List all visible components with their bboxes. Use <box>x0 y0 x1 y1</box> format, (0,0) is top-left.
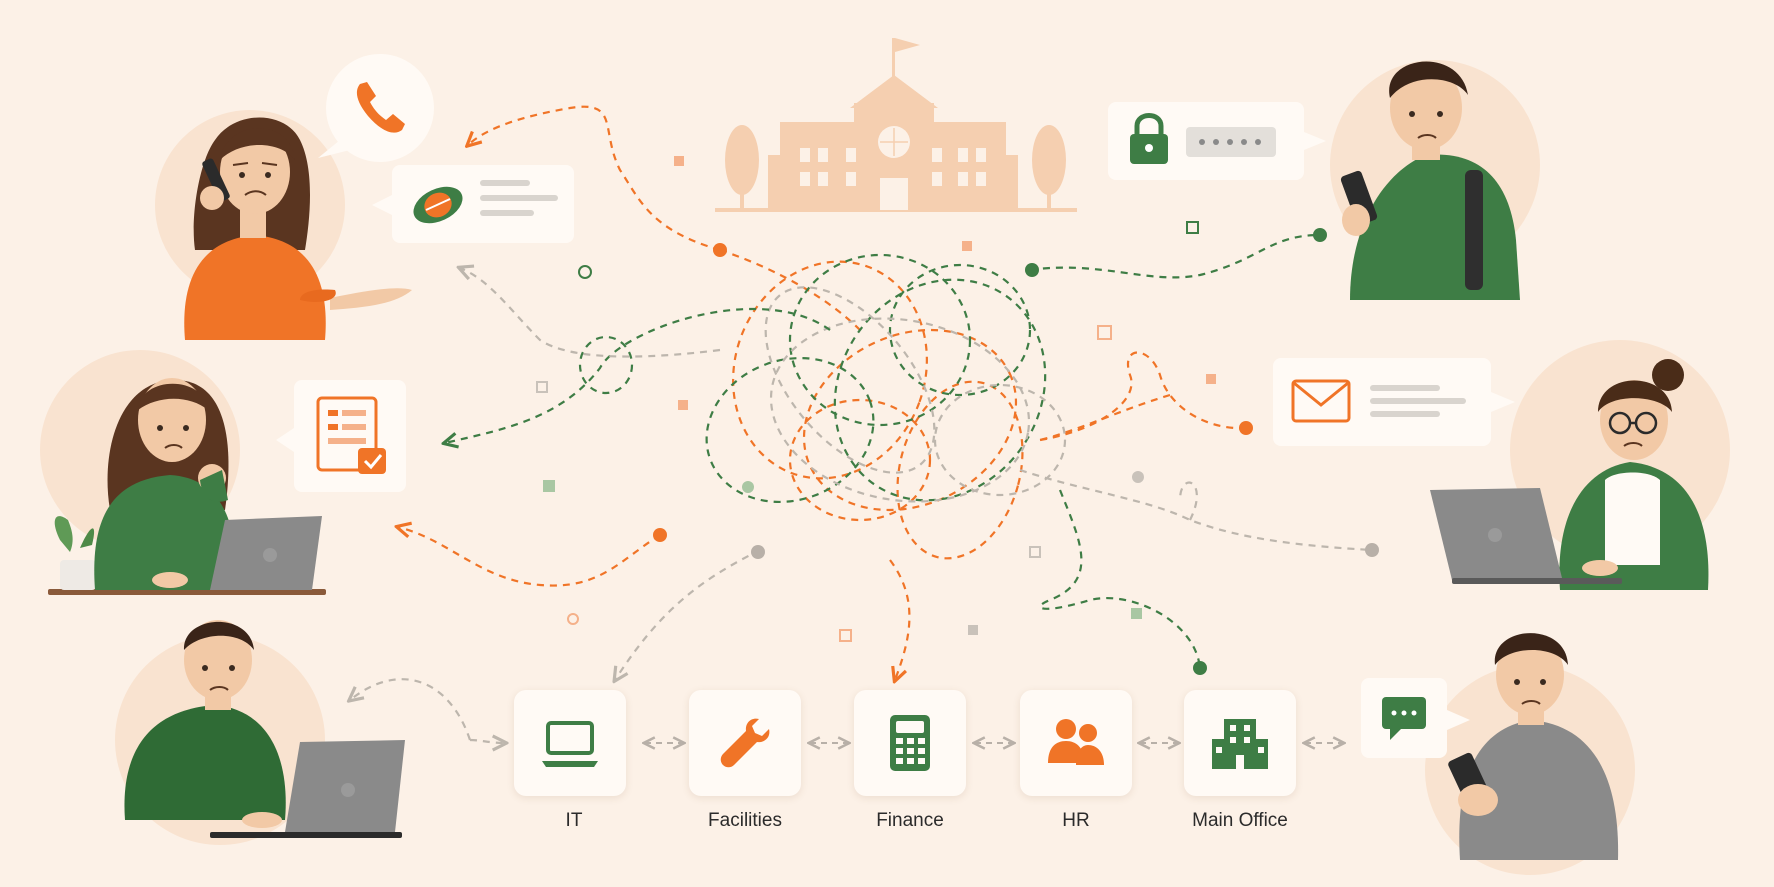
form-checklist-icon <box>316 396 386 474</box>
person-student-backpack <box>1340 61 1520 300</box>
confetti-decor <box>536 156 1216 642</box>
chat-icon <box>1382 697 1426 740</box>
tangled-paths <box>578 248 1171 560</box>
lock-icon <box>1130 113 1168 164</box>
envelope-icon <box>1291 379 1351 423</box>
person-laptop-woman <box>48 378 326 595</box>
people-icon <box>1048 719 1104 765</box>
department-card-hr <box>1020 690 1132 796</box>
department-card-finance <box>854 690 966 796</box>
person-glasses-woman <box>1430 359 1709 590</box>
person-caller-woman <box>184 117 412 340</box>
department-label-hr: HR <box>1062 810 1090 831</box>
department-card-it <box>514 690 626 796</box>
phone-bubble <box>318 54 434 162</box>
connection-arrows <box>350 105 1373 743</box>
path-end-dots <box>653 228 1379 675</box>
wrench-icon <box>720 718 770 768</box>
laptop-icon <box>542 721 598 767</box>
department-card-main-office <box>1184 690 1296 796</box>
school-building-icon <box>715 38 1077 212</box>
department-label-it: IT <box>565 810 583 831</box>
department-label-finance: Finance <box>876 810 944 831</box>
chat-bubble <box>1361 678 1470 758</box>
calculator-icon <box>890 715 930 771</box>
department-card-facilities <box>689 690 801 796</box>
football-message-bubble <box>372 165 574 243</box>
building-icon <box>1212 719 1268 769</box>
password-bubble <box>1108 102 1326 180</box>
department-label-main-office: Main Office <box>1192 810 1288 831</box>
phone-icon <box>356 82 405 133</box>
department-label-facilities: Facilities <box>708 810 782 831</box>
person-laptop-man <box>124 620 405 838</box>
form-bubble <box>276 380 406 492</box>
email-bubble <box>1273 358 1515 446</box>
person-phone-man <box>1448 633 1619 860</box>
